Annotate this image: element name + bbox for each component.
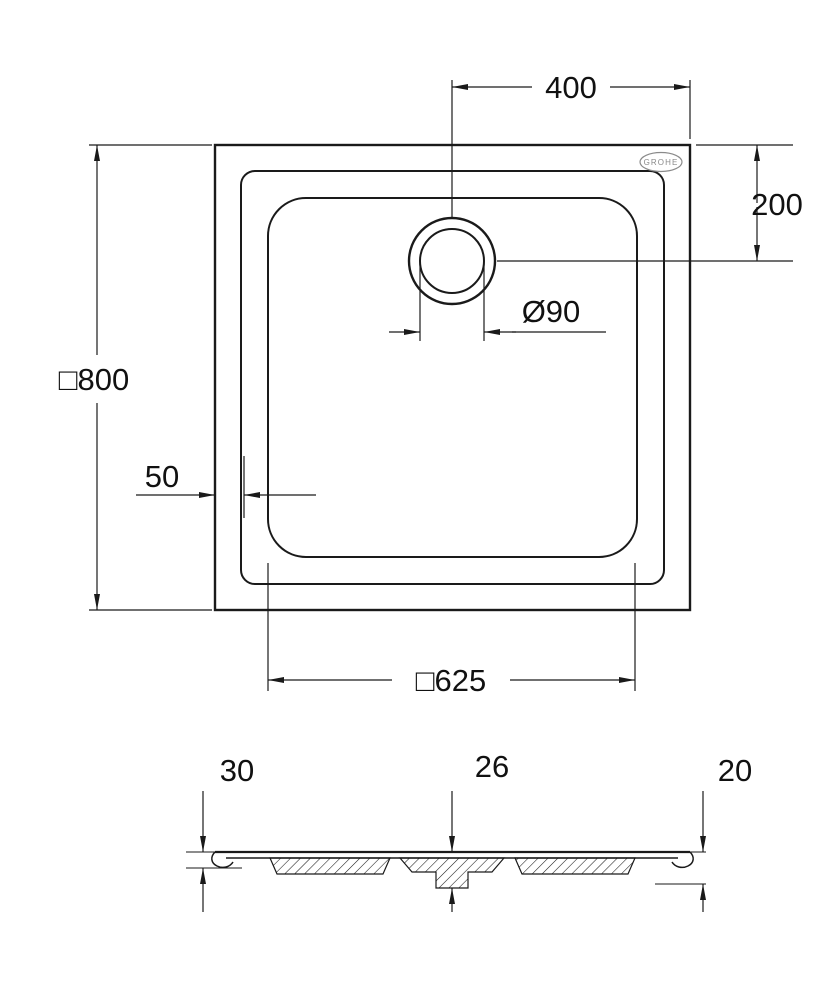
brand-badge-oval xyxy=(639,151,683,173)
section-left-foot xyxy=(269,857,391,875)
section-drain-boss xyxy=(398,857,506,889)
dimension-400: 400 xyxy=(451,70,691,218)
section-left-lip xyxy=(211,851,234,869)
dimension-200: 200 xyxy=(497,144,803,262)
dimension-800: □800 xyxy=(59,144,212,611)
section-right-lip xyxy=(671,851,694,869)
dim-800-label: □800 xyxy=(59,362,129,397)
drain-outer-circle xyxy=(407,216,497,306)
dimension-625: □625 xyxy=(267,563,636,698)
dim-400-label: 400 xyxy=(545,70,597,105)
dimension-20: 20 xyxy=(655,753,752,912)
dim-26-label: 26 xyxy=(475,749,509,784)
dim-20-label: 20 xyxy=(718,753,752,788)
section-view xyxy=(186,850,706,889)
dimension-50: 50 xyxy=(136,456,316,518)
dim-50-label: 50 xyxy=(145,459,179,494)
brand-logo-text: GROHE xyxy=(644,158,679,167)
tray-rim-inner-edge xyxy=(240,170,665,585)
dimension-26: 26 xyxy=(449,749,509,912)
dim-200-label: 200 xyxy=(751,187,803,222)
dim-625-label: □625 xyxy=(416,663,486,698)
dim-d90-label: Ø90 xyxy=(522,294,581,329)
tray-basin-edge xyxy=(267,197,638,558)
section-right-foot xyxy=(514,857,636,875)
dimension-30: 30 xyxy=(186,753,254,912)
dim-30-label: 30 xyxy=(220,753,254,788)
dimension-drain-diameter: Ø90 xyxy=(389,262,606,341)
drain-inner-circle xyxy=(419,228,485,294)
